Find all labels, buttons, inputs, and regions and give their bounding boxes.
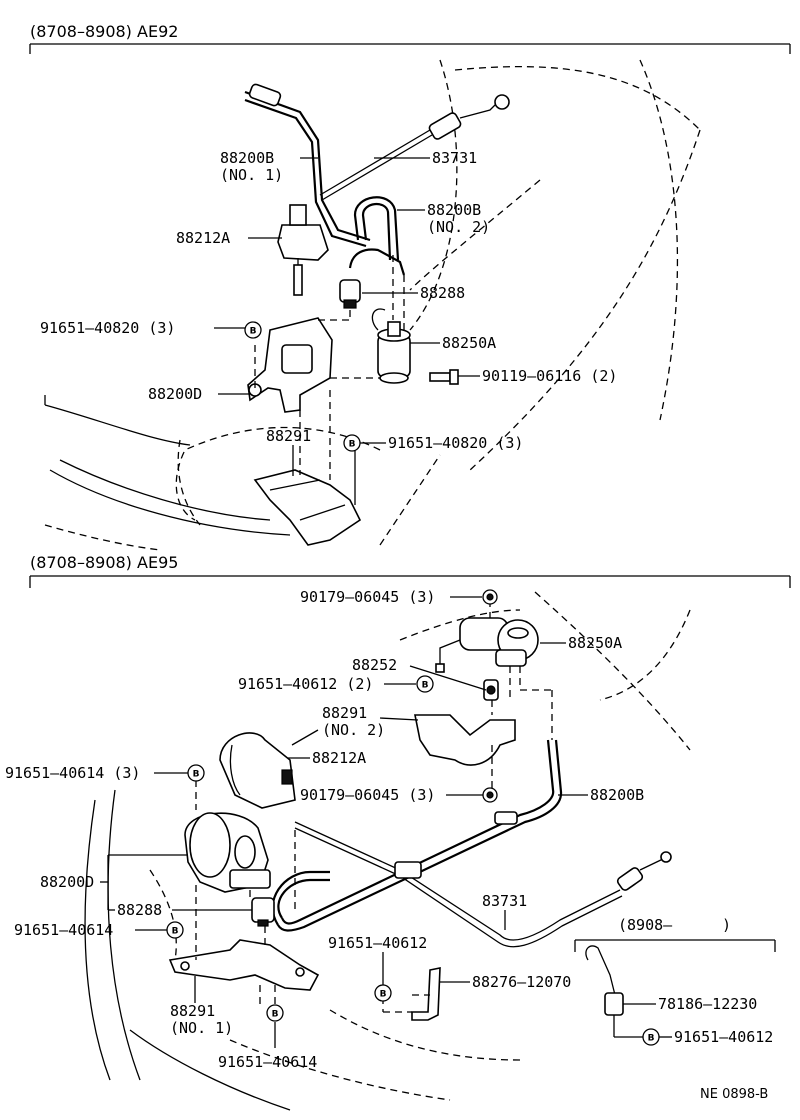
label-valve-ae92: 88250A <box>442 334 496 352</box>
section-title-ae95: (8708–8908) AE95 <box>30 553 178 572</box>
body-outline-ae92 <box>44 59 701 551</box>
nut-marker-ae95-mid <box>482 787 498 803</box>
svg-text:B: B <box>250 327 257 337</box>
body-outline-ae95 <box>84 591 691 1111</box>
label-valve-ae95: 88250A <box>568 634 622 652</box>
label-screw-ae92: 90119–06116 (2) <box>482 367 617 385</box>
bolt-marker-ae95-40612: B <box>374 984 392 1002</box>
label-hose-no2-sub-ae92: (NO. 2) <box>427 218 490 236</box>
label-support-no1-sub-ae95: (NO. 1) <box>170 1019 233 1037</box>
label-vsv-ae95: 88288 <box>117 901 162 919</box>
leaders-ae95 <box>100 596 588 1048</box>
bolt-marker-inset: B <box>642 1028 660 1046</box>
reference-code: NE 0898-B <box>700 1087 768 1102</box>
label-actuator-ae92: 88212A <box>176 229 230 247</box>
bolt-marker-ae95-40612-2: B <box>416 675 434 693</box>
svg-text:B: B <box>172 927 179 937</box>
label-support-no2-sub-ae95: (NO. 2) <box>322 721 385 739</box>
nut-marker-ae95-top <box>482 589 498 605</box>
label-support-ae92: 88291 <box>266 427 311 445</box>
label-sensor-inset: 78186‒12230 <box>658 995 757 1013</box>
label-vsv-ae92: 88288 <box>420 284 465 302</box>
svg-text:B: B <box>422 681 429 691</box>
label-hose-no1-ae92: 88200B <box>220 149 274 167</box>
assembly-guides-ae92 <box>254 255 405 505</box>
svg-text:B: B <box>193 770 200 780</box>
vacuum-hose-no1-ae92 <box>244 83 371 248</box>
label-cable-ae92: 83731 <box>432 149 477 167</box>
svg-text:B: B <box>349 440 356 450</box>
label-bolt-40614-3-ae95: 91651–40614 (3) <box>5 764 140 782</box>
label-bolt-40614-left-ae95: 91651–40614 <box>14 921 113 939</box>
support-88291-ae92 <box>253 469 362 546</box>
label-88252-ae95: 88252 <box>352 656 397 674</box>
vsv-88288-ae92 <box>339 279 361 309</box>
part-88252-ae95 <box>483 679 499 701</box>
actuator-88212a-ae95 <box>219 732 296 809</box>
bolt-marker-ae92-bottom: B <box>343 434 361 452</box>
valve-88250a-ae95 <box>435 617 539 673</box>
label-nut-top-ae95: 90179–06045 (3) <box>300 588 435 606</box>
svg-text:B: B <box>272 1010 279 1020</box>
bolt-marker-ae95-40614-3: B <box>187 764 205 782</box>
section-frame-ae95 <box>29 575 791 588</box>
valve-88250a-ae92 <box>371 308 411 384</box>
label-support-no2-ae95: 88291 <box>322 704 367 722</box>
support-88291-no1-ae95 <box>168 939 320 991</box>
leaders-ae92 <box>214 157 480 476</box>
inset-title: (8908– <box>618 916 673 934</box>
label-cable-ae95: 83731 <box>482 892 527 910</box>
label-bolt-40612-2-ae95: 91651–40612 (2) <box>238 675 373 693</box>
support-88291-no2-ae95 <box>414 714 516 766</box>
bolt-marker-ae95-40614-bottom: B <box>266 1004 284 1022</box>
label-actuator-ae95: 88212A <box>312 749 366 767</box>
label-bracket-ae95: 88200D <box>40 873 94 891</box>
throttle-cable-ae92 <box>319 94 510 201</box>
inset-title-close: ) <box>722 916 731 934</box>
vsv-88288-ae95 <box>251 897 275 927</box>
part-88276-ae95 <box>411 967 441 1021</box>
label-hose-no1-sub-ae92: (NO. 1) <box>220 166 283 184</box>
screw-90119-ae92 <box>429 369 459 385</box>
leaders-inset <box>613 1003 672 1038</box>
section-frame-ae92 <box>29 43 791 54</box>
label-bolt-inset: 91651–40612 <box>674 1028 773 1046</box>
throttle-cable-ae95 <box>294 811 672 948</box>
actuator-88212a-ae92 <box>277 204 329 296</box>
svg-text:B: B <box>380 990 387 1000</box>
label-88276-ae95: 88276–12070 <box>472 973 571 991</box>
bolt-marker-ae92-left: B <box>244 321 262 339</box>
vacuum-hose-no2-ae92 <box>348 196 406 276</box>
label-bolt-left-ae92: 91651–40820 (3) <box>40 319 175 337</box>
sensor-78186-inset <box>585 945 624 1016</box>
section-title-ae92: (8708–8908) AE92 <box>30 22 178 41</box>
label-nut-mid-ae95: 90179–06045 (3) <box>300 786 435 804</box>
label-bolt-40614-bottom-ae95: 91651–40614 <box>218 1053 317 1071</box>
bracket-88200d-ae92 <box>247 317 333 413</box>
label-bolt-40612-ae95: 91651–40612 <box>328 934 427 952</box>
bolt-marker-ae95-40614-left: B <box>166 921 184 939</box>
label-hose-no2-ae92: 88200B <box>427 201 481 219</box>
bracket-88200d-ae95 <box>184 812 271 893</box>
label-support-no1-ae95: 88291 <box>170 1002 215 1020</box>
label-bracket-ae92: 88200D <box>148 385 202 403</box>
label-bolt-bottom-ae92: 91651–40820 (3) <box>388 434 523 452</box>
svg-text:B: B <box>648 1034 655 1044</box>
inset-frame <box>574 939 776 952</box>
label-hose-ae95: 88200B <box>590 786 644 804</box>
